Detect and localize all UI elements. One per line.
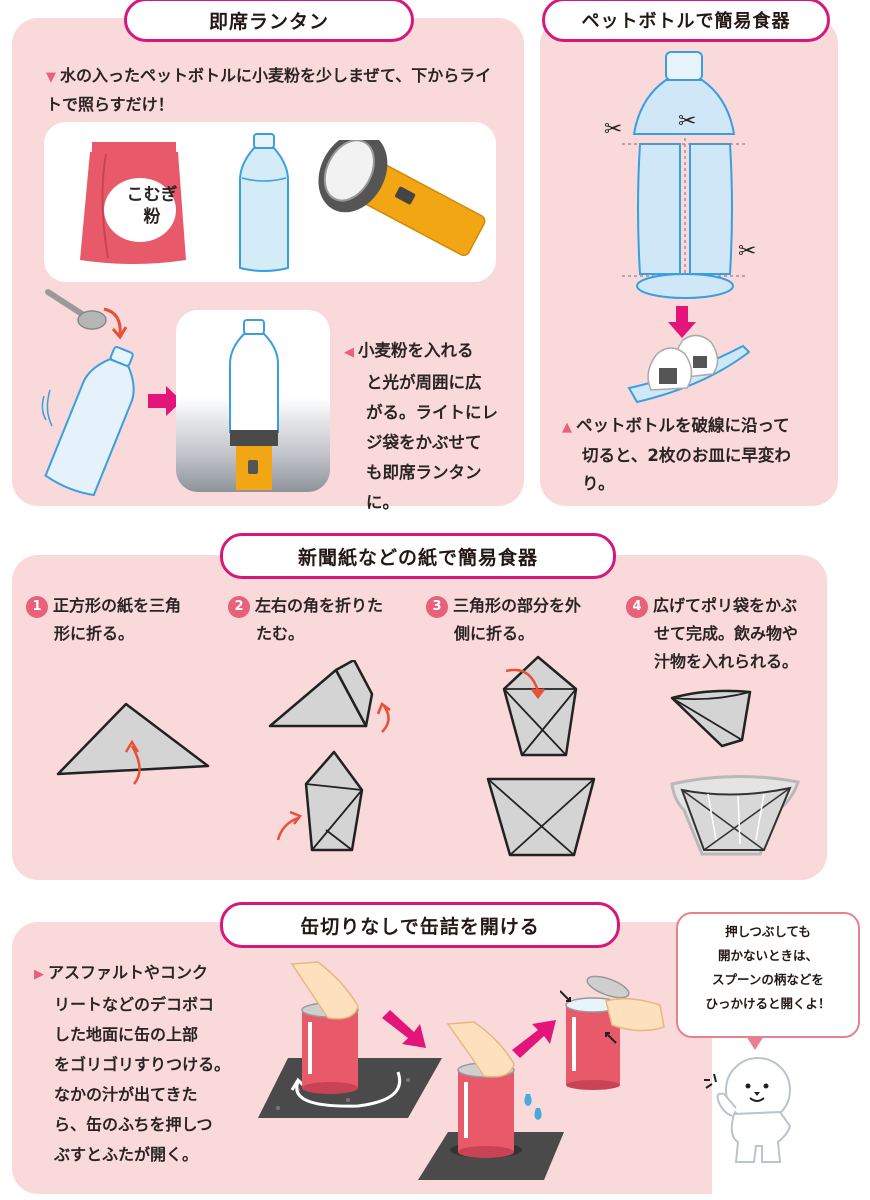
bottle-dish-note: ▲ペットボトルを破線に沿って 切ると、2枚のお皿に早変わ り。 [562, 416, 791, 493]
section-lantern-title: 即席ランタン [124, 0, 414, 42]
section-paper-dish-title: 新聞紙などの紙で簡易食器 [220, 533, 616, 579]
right-triangle-icon: ▶ [34, 967, 44, 982]
origami-fold-step3a-icon [502, 655, 578, 757]
origami-fold-step2b-icon [276, 750, 364, 852]
white-dog-mascot-icon [704, 1057, 792, 1163]
tip-speech-bubble: 押しつぶしても 開かないときは、 スプーンの柄などを ひっかけると開くよ！ [676, 912, 860, 1038]
water-bottle-icon [239, 133, 289, 272]
origami-fold-step3b-icon [486, 777, 596, 857]
left-triangle-icon: ◀ [344, 345, 354, 360]
right-arrow-icon [148, 386, 182, 416]
diagonal-arrow-up-icon [512, 1020, 556, 1058]
up-triangle-icon: ▲ [562, 420, 572, 435]
svg-text:✂: ✂ [738, 239, 756, 264]
speech-bubble-tail [746, 1036, 764, 1050]
origami-fold-step2a-icon [268, 660, 391, 733]
can-open-note: ▶アスファルトやコンク リートなどのデコボコ した地面に缶の上部 をゴリゴリすり… [34, 963, 231, 1164]
origami-cup-with-bag-icon [670, 775, 800, 856]
step-number-3: 3 [426, 596, 448, 618]
step-number-2: 2 [228, 596, 250, 618]
lantern-instruction: ▼水の入ったペットボトルに小麦粉を少しまぜて、下からライトで照らすだけ！ [46, 66, 492, 114]
cut-bottle-icon: ✂ ✂ ✂ [604, 51, 756, 299]
origami-triangle-icon [56, 702, 210, 785]
lit-lantern-icon [229, 319, 279, 490]
flour-bag-icon [80, 142, 186, 264]
can-rubbing-icon [258, 961, 442, 1118]
shaking-bottle-icon [41, 346, 135, 497]
rice-ball-dish-icon [627, 334, 750, 404]
section-bottle-dish-title: ペットボトルで簡易食器 [542, 0, 830, 42]
down-triangle-icon: ▼ [46, 70, 56, 85]
can-leaking-icon [418, 1021, 564, 1180]
section-can-open-title: 缶切りなしで缶詰を開ける [220, 902, 620, 948]
flashlight-icon [318, 140, 486, 257]
curved-arrow-icon [103, 307, 128, 340]
step-number-1: 1 [26, 596, 48, 618]
down-arrow-icon [668, 306, 696, 338]
svg-text:✂: ✂ [604, 117, 622, 142]
spoon-icon [45, 289, 107, 330]
step-number-4: 4 [626, 596, 648, 618]
svg-text:✂: ✂ [678, 109, 696, 134]
lantern-note: ◀小麦粉を入れる と光が周囲に広 がる。ライトにレ ジ袋をかぶせて も即席ランタ… [344, 341, 498, 512]
flour-bag-label: こむぎ 粉 [126, 185, 178, 227]
diagonal-arrow-down-icon [382, 1010, 426, 1048]
can-opened-icon [560, 975, 665, 1090]
origami-cup-icon [670, 689, 752, 748]
